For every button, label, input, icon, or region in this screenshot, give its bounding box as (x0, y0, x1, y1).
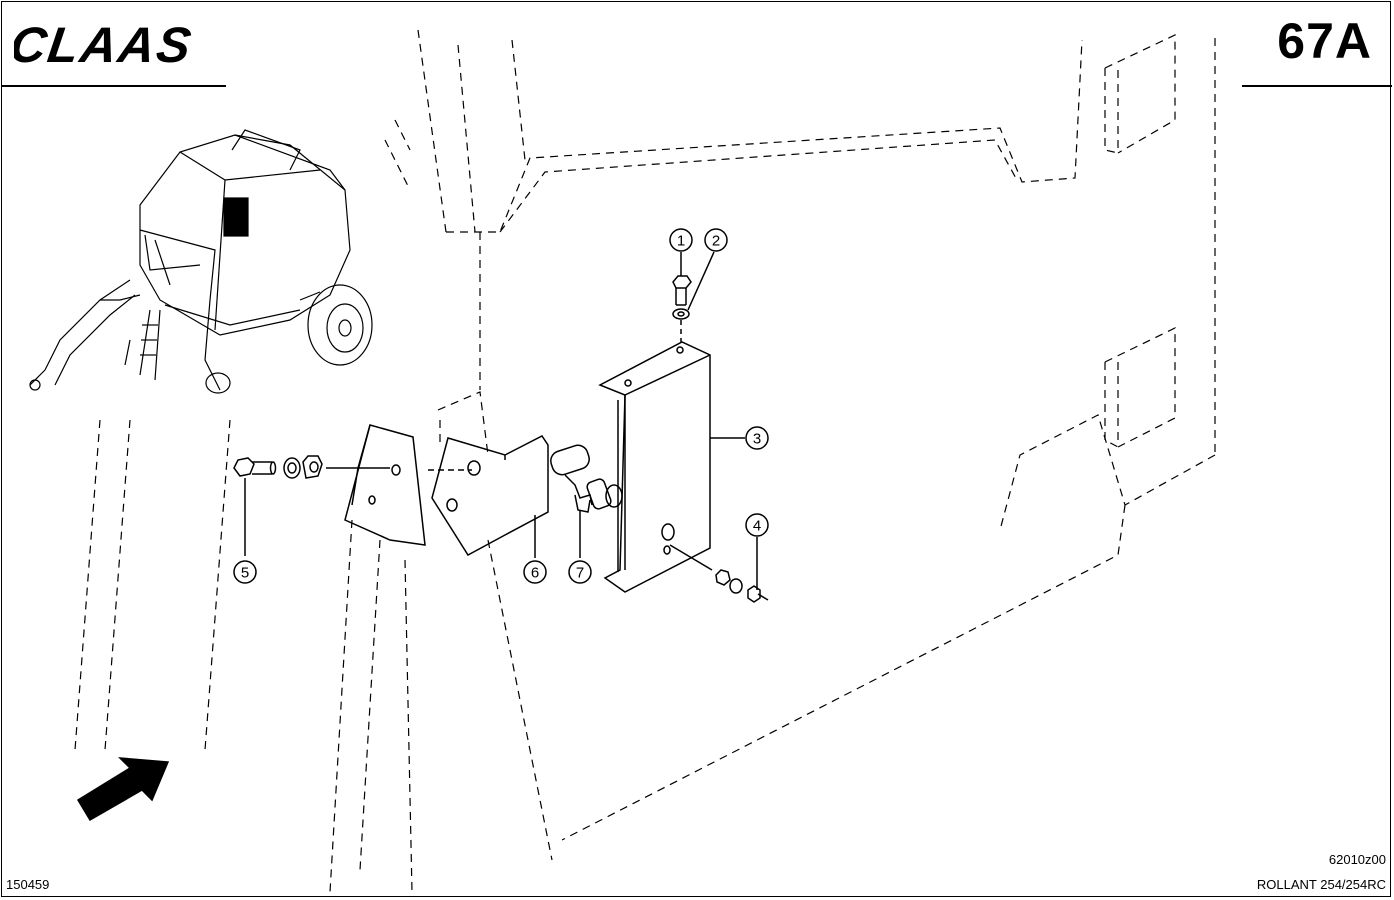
sensor-location-marker (223, 197, 249, 237)
frame-bracket-part (344, 424, 426, 546)
callout-circle-7 (568, 560, 592, 584)
callout-label-6: 6 (531, 565, 539, 582)
part-7-sensor (550, 444, 623, 558)
part-3-mounting-plate (598, 341, 745, 593)
part-5-bolt (233, 455, 390, 556)
machine-outline-dashed (74, 29, 1216, 893)
figure-code: 62010z00 (1328, 852, 1386, 867)
drawing-number: 150459 (6, 877, 50, 892)
part-1-bolt (672, 252, 692, 306)
baler-wheel (307, 284, 373, 366)
callout-label-3: 3 (753, 431, 761, 448)
callout-circle-6 (523, 560, 547, 584)
callout-circle-5 (233, 560, 257, 584)
callout-circle-3 (745, 426, 769, 450)
svg-text:CLAAS: CLAAS (14, 18, 196, 70)
model-name: ROLLANT 254/254RC (1256, 877, 1386, 892)
page-code: 67A (1277, 13, 1372, 69)
direction-arrow (76, 757, 170, 822)
callout-label-1: 1 (677, 233, 685, 250)
callout-label-7: 7 (576, 565, 584, 582)
part-4-fasteners (669, 537, 769, 603)
callout-circle-4 (745, 513, 769, 537)
callout-label-4: 4 (753, 518, 761, 535)
callout-circle-2 (704, 228, 728, 252)
callout-circle-1 (669, 228, 693, 252)
callout-label-2: 2 (712, 233, 720, 250)
baler-machine-illustration (29, 129, 373, 394)
callout-label-5: 5 (241, 565, 249, 582)
part-2-washer (672, 251, 715, 342)
part-6-bracket (428, 435, 549, 558)
claas-logo: CLAAS (14, 18, 196, 70)
